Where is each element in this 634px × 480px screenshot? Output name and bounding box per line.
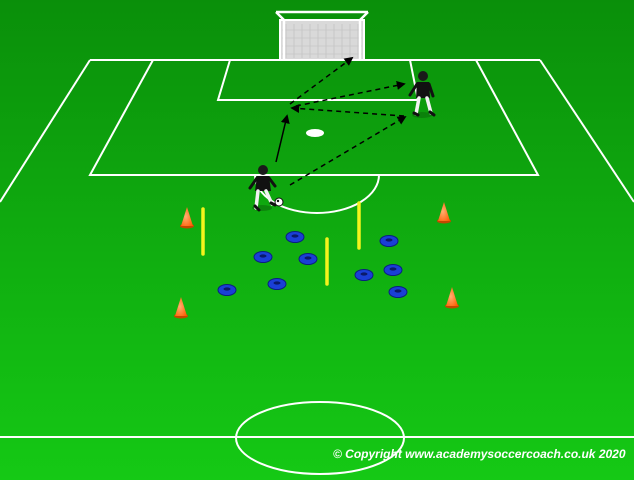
cone <box>445 287 459 309</box>
cone <box>437 202 451 224</box>
discs <box>217 231 408 298</box>
attacker-player <box>248 165 284 212</box>
solid-run-arrow <box>275 114 290 163</box>
ball <box>274 197 284 207</box>
touchline-left <box>0 59 91 203</box>
centre-circle <box>235 401 405 475</box>
disc <box>383 264 403 276</box>
disc <box>217 284 237 296</box>
penalty-arc <box>254 174 380 214</box>
goalkeeper-player <box>408 71 436 118</box>
goal <box>275 10 369 61</box>
movement-lines <box>275 56 407 186</box>
touchline-right <box>539 59 634 203</box>
disc <box>354 269 374 281</box>
cone <box>180 207 194 229</box>
six-yard-box <box>216 59 420 101</box>
cones <box>174 202 459 319</box>
cone <box>174 297 188 319</box>
penalty-box <box>88 59 540 176</box>
disc <box>285 231 305 243</box>
poles <box>201 201 361 286</box>
copyright-text: © Copyright www.academysoccercoach.co.uk… <box>333 447 626 461</box>
pass-to-goal <box>289 56 354 105</box>
run-to-keeper <box>295 81 406 107</box>
disc <box>379 235 399 247</box>
disc <box>388 286 408 298</box>
disc <box>298 253 318 265</box>
disc <box>253 251 273 263</box>
pass-from-keeper <box>290 104 405 117</box>
disc <box>267 278 287 290</box>
penalty-spot <box>306 129 324 137</box>
pass-to-keeper-area <box>289 116 407 186</box>
